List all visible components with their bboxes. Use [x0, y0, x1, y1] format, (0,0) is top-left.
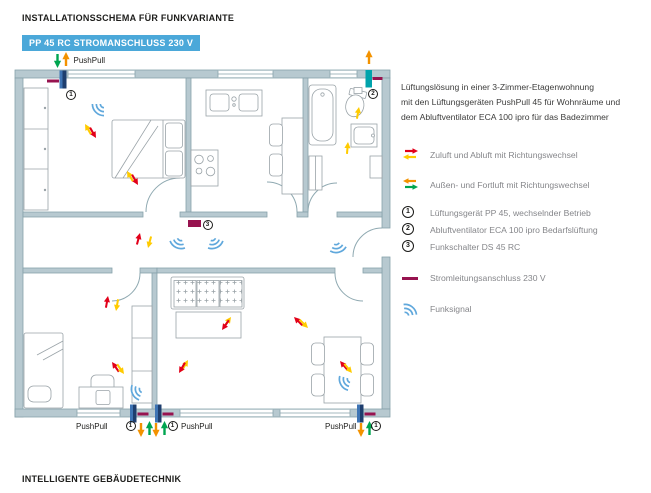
supply-exhaust-arrows-icon [403, 148, 418, 160]
radio-switch-ds45rc [188, 220, 201, 227]
legend-switch-label: Funkschalter DS 45 RC [430, 241, 521, 252]
description-line: Lüftungslösung in einer 3-Zimmer-Etagenw… [401, 82, 594, 92]
legend-marker-1: 1 [402, 206, 414, 218]
power-connection-tick [47, 79, 59, 83]
fortluft-arrow [144, 419, 155, 437]
windows [67, 70, 358, 417]
radio-signal-icon [204, 235, 226, 252]
pushpull-unit-living-left [155, 404, 174, 423]
pushpull-unit-living-right [357, 404, 376, 423]
description-line: mit den Lüftungsgeräten PushPull 45 für … [401, 97, 621, 107]
radio-signal-icon [167, 235, 189, 252]
fortluft-arrow [159, 419, 170, 437]
power-connection-tick [364, 412, 376, 416]
exhaust-air-arrow [144, 234, 156, 250]
bath-cabinet [369, 155, 383, 179]
legend-fan-label: Abluftventilator ECA 100 ipro Bedarfslüf… [430, 224, 598, 235]
description-line: dem Abluftventilator ECA 100 ipro für da… [401, 112, 609, 122]
outdoor-air-arrow [136, 421, 146, 439]
outdoor-exhaust-arrows-icon [403, 178, 418, 190]
page-title: INSTALLATIONSSCHEMA FÜR FUNKVARIANTE [22, 13, 235, 23]
legend-marker-2: 2 [402, 223, 414, 235]
exhaust-air-arrow [342, 140, 353, 156]
kitchen-furniture [190, 89, 304, 195]
pushpull-label-bottom-right: PushPull [325, 421, 357, 431]
power-line-icon [402, 277, 418, 281]
power-connection-tick [372, 77, 383, 80]
outdoor-air-arrow [151, 421, 161, 439]
unit-marker-1: 1 [125, 421, 136, 431]
legend-aussenluft-label: Außen- und Fortluft mit Richtungswechsel [430, 179, 590, 190]
floor-plan [14, 48, 391, 439]
radio-signal-icon [403, 303, 418, 316]
legend-marker-3: 3 [402, 240, 414, 252]
unit-marker-1: 1 [371, 421, 381, 431]
pushpull-label-bottom-left: PushPull [76, 421, 108, 431]
power-connection-tick [162, 412, 174, 416]
power-connection-tick [137, 412, 149, 416]
fan-marker-2: 2 [368, 89, 378, 99]
power-connection-badge: PP 45 RC STROMANSCHLUSS 230 V [22, 35, 201, 51]
outdoor-air-arrow [356, 421, 366, 439]
kitchen-table [281, 117, 304, 195]
ventilation-devices [47, 70, 383, 423]
legend-power-label: Stromleitungsanschluss 230 V [430, 272, 546, 283]
unit-marker-1: 1 [66, 89, 76, 100]
bathroom-furniture [308, 84, 383, 191]
coffee-table [175, 311, 242, 339]
supply-air-arrow [101, 294, 113, 310]
supply-air-arrow [132, 231, 144, 247]
outdoor-air-arrow [364, 48, 374, 66]
legend-unit-label: Lüftungsgerät PP 45, wechselnder Betrieb [430, 207, 591, 218]
dining-table [323, 336, 362, 404]
switch-marker-3: 3 [202, 220, 213, 230]
kids-room-furniture [23, 305, 153, 409]
footer-text: INTELLIGENTE GEBÄUDETECHNIK [22, 474, 182, 484]
pushpull-unit-kids-room [130, 404, 149, 423]
exhaust-fan-bathroom [353, 70, 383, 94]
pushpull-unit-bedroom [47, 70, 67, 89]
unit-marker-1: 1 [167, 421, 178, 431]
pushpull-label-bottom-mid: PushPull [181, 421, 213, 431]
bedroom-furniture [23, 87, 186, 211]
radio-signal-icon [327, 240, 348, 256]
radio-signal-icon [89, 99, 109, 119]
outdoor-air-arrow [61, 50, 71, 68]
living-room-furniture [170, 276, 374, 404]
description-text: Lüftungslösung in einer 3-Zimmer-Etagenw… [401, 80, 620, 125]
pushpull-label-top: PushPull [73, 55, 106, 65]
shelf [131, 305, 153, 404]
fortluft-arrow [52, 52, 63, 70]
legend-radio-label: Funksignal [430, 303, 472, 314]
legend-zuluft-label: Zuluft und Abluft mit Richtungswechsel [430, 149, 578, 160]
stove [190, 149, 219, 187]
